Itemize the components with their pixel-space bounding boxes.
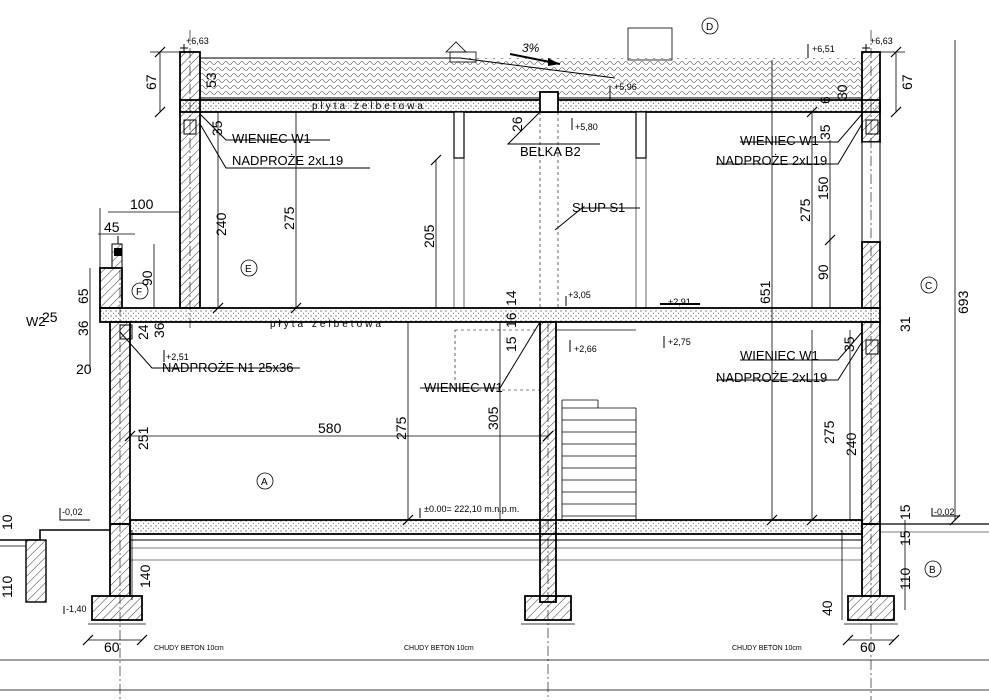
- label-wieniec-mid: WIENIEC W1: [424, 380, 503, 395]
- porch-wall: [99, 267, 123, 309]
- dim-40: 40: [819, 600, 835, 616]
- dim-25: 25: [42, 309, 58, 325]
- dim-26: 26: [509, 116, 525, 132]
- label-nadproze-n1: NADPROŻE N1 25x36: [162, 360, 294, 375]
- level-porch-lintel: +2,51: [166, 352, 189, 362]
- level-ground-right: -0,02: [934, 507, 955, 517]
- level-top-left: +6,63: [186, 36, 209, 46]
- label-nadproze-tl: NADPROŻE 2xL19: [232, 153, 343, 168]
- marker-d: D: [706, 22, 713, 33]
- dim-275-lower-right: 275: [821, 420, 837, 444]
- dim-60-right: 60: [860, 639, 876, 655]
- label-wieniec-tr: WIENIEC W1: [740, 133, 819, 148]
- label-nadproze-br: NADPROŻE 2xL19: [716, 370, 827, 385]
- level-beam-bottom: +5,80: [575, 122, 598, 132]
- dim-10: 10: [0, 514, 15, 530]
- dim-240-upper: 240: [213, 212, 229, 236]
- level-floor1-b: +2,91: [668, 297, 691, 307]
- dim-36-small: 36: [151, 322, 167, 338]
- dim-140: 140: [137, 564, 153, 588]
- label-beton-left: CHUDY BETON 10cm: [154, 645, 224, 652]
- marker-c: C: [925, 281, 932, 292]
- dim-651: 651: [757, 280, 773, 304]
- floor-slab: [99, 307, 881, 323]
- dim-24: 24: [135, 324, 151, 340]
- dim-110: 110: [897, 567, 913, 590]
- dim-53: 53: [203, 72, 219, 88]
- axis-lines: [119, 30, 872, 700]
- dim-275-upper-right: 275: [797, 198, 813, 222]
- level-floor1: +3,05: [568, 290, 591, 300]
- dim-65: 65: [75, 288, 91, 304]
- marker-f: F: [136, 287, 142, 298]
- dim-110-left: 110: [0, 575, 15, 598]
- marker-e: E: [245, 264, 252, 275]
- label-nadproze-tr: NADPROŻE 2xL19: [716, 153, 827, 168]
- dim-15-mid: 15: [503, 336, 519, 352]
- dim-35-tl: 35: [209, 120, 225, 136]
- ground-slab: [129, 519, 863, 535]
- dim-150: 150: [815, 176, 831, 200]
- marker-b: B: [929, 565, 936, 576]
- dim-14: 14: [503, 290, 519, 306]
- staircase: [556, 329, 637, 520]
- dim-6: 6: [817, 96, 833, 104]
- level-roof-low: +5,96: [614, 82, 637, 92]
- level-markers: [59, 44, 960, 614]
- dim-305: 305: [485, 406, 501, 430]
- dim-205: 205: [421, 224, 437, 248]
- beam-b2: [539, 91, 559, 113]
- label-slup: SŁUP S1: [572, 200, 625, 215]
- slab-lower-label: płyta żelbetowa: [270, 319, 384, 330]
- dim-90-left: 90: [139, 270, 155, 286]
- level-top-right: +6,63: [870, 36, 893, 46]
- label-w2: W2: [26, 314, 46, 329]
- dim-35-tr: 35: [817, 124, 833, 140]
- dim-16: 16: [503, 312, 519, 328]
- label-beton-right: CHUDY BETON 10cm: [732, 645, 802, 652]
- text-labels: +6,63 +6,63 +6,51 +5,96 +5,80 +3,05 +2,9…: [0, 22, 971, 655]
- leader-lines: [119, 53, 863, 389]
- slab-upper-label: płyta żelbetowa: [312, 101, 426, 112]
- roof-insulation: [200, 58, 862, 98]
- roof-slope: 3%: [522, 41, 540, 55]
- dim-67-right: 67: [899, 74, 915, 90]
- level-ground-left: -0,02: [62, 507, 83, 517]
- label-belka: BELKA B2: [520, 144, 581, 159]
- dim-240-lower: 240: [843, 432, 859, 456]
- structure: [0, 27, 989, 625]
- axis-marker-circles: [131, 17, 942, 578]
- terrain-step: [0, 529, 110, 541]
- dim-20: 20: [76, 361, 92, 377]
- dim-15-right: 15: [897, 504, 913, 520]
- dim-275-lower-mid: 275: [393, 416, 409, 440]
- level-floor1-c: +2,75: [668, 337, 691, 347]
- dimension-lines: [0, 40, 989, 691]
- dim-30: 30: [834, 84, 850, 100]
- dim-100: 100: [130, 196, 154, 212]
- dim-90-right: 90: [815, 264, 831, 280]
- level-zero: ±0.00= 222,10 m.n.p.m.: [424, 504, 519, 514]
- level-floor1-d: +2,66: [574, 344, 597, 354]
- level-footing-low: -1,40: [66, 604, 87, 614]
- label-wieniec-tl: WIENIEC W1: [232, 131, 311, 146]
- dim-36-left: 36: [75, 320, 91, 336]
- label-wieniec-br: WIENIEC W1: [740, 348, 819, 363]
- dim-15-right2: 15: [897, 530, 913, 546]
- dim-31: 31: [897, 316, 913, 332]
- footing-left: [91, 595, 143, 621]
- dim-251: 251: [135, 426, 151, 450]
- dim-35-br: 35: [841, 336, 857, 352]
- roof-slab: [179, 99, 881, 113]
- dim-275-upper-left: 275: [281, 206, 297, 230]
- dim-693: 693: [955, 290, 971, 314]
- marker-a: A: [261, 477, 268, 488]
- dim-580: 580: [318, 420, 342, 436]
- dim-60-left: 60: [104, 639, 120, 655]
- dim-45: 45: [104, 219, 120, 235]
- level-top-right-inner: +6,51: [812, 44, 835, 54]
- label-beton-mid: CHUDY BETON 10cm: [404, 645, 474, 652]
- dim-67-left: 67: [143, 74, 159, 90]
